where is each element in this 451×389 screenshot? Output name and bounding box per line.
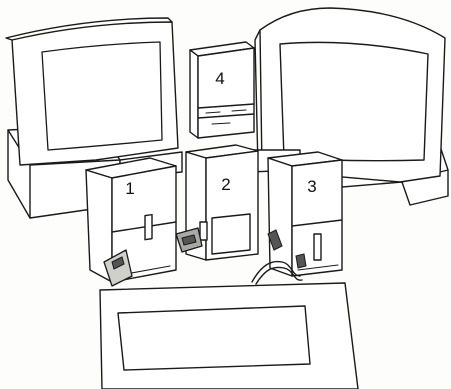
unit-2-drive — [175, 144, 259, 261]
unit-3-label: 3 — [307, 177, 316, 196]
unit-1-label: 1 — [125, 179, 134, 198]
right-monitor — [254, 7, 449, 206]
unit-4-label: 4 — [215, 69, 224, 88]
unit-1-drive — [85, 157, 177, 287]
keyboard-surface — [99, 282, 359, 389]
unit-2-label: 2 — [221, 175, 230, 194]
left-monitor — [5, 17, 179, 219]
unit-3-drive — [251, 151, 343, 285]
unit-4-box — [189, 41, 255, 139]
